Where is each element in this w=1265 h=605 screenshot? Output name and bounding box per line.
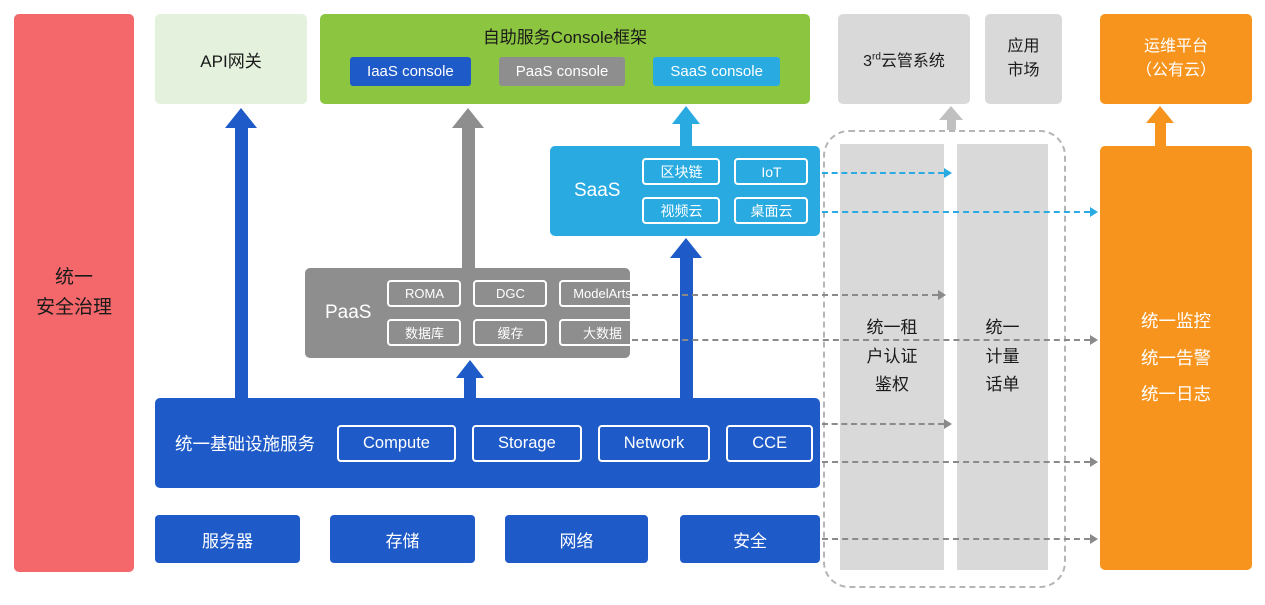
om-platform-box: 运维平台 （公有云） bbox=[1100, 14, 1252, 104]
third-party-cloud-label: 3rd云管系统 bbox=[863, 51, 945, 70]
infra-box: 统一基础设施服务 Compute Storage Network CCE bbox=[155, 398, 820, 488]
infra-item-network: Network bbox=[597, 424, 711, 462]
dash-infra-to-metering bbox=[822, 418, 952, 430]
infra-item-compute: Compute bbox=[337, 424, 456, 462]
infra-items: Compute Storage Network CCE bbox=[337, 424, 814, 462]
security-governance-bar: 统一 安全治理 bbox=[14, 14, 134, 572]
arrow-head bbox=[1146, 106, 1174, 123]
arrow-stem bbox=[461, 128, 475, 268]
console-chip-row: IaaS console PaaS console SaaS console bbox=[350, 57, 780, 86]
dash-line bbox=[822, 172, 944, 174]
dash-line bbox=[632, 339, 1090, 341]
dash-line bbox=[632, 294, 938, 296]
arrow-monitor-to-om-platform bbox=[1146, 106, 1174, 146]
network-box: 网络 bbox=[505, 515, 648, 563]
arrow-head bbox=[456, 360, 484, 378]
third-party-cloud-box: 3rd云管系统 bbox=[838, 14, 970, 104]
storage-box: 存储 bbox=[330, 515, 475, 563]
dash-infra-to-monitor bbox=[822, 456, 1098, 468]
dash-saas-to-auth bbox=[822, 167, 952, 179]
arrow-head bbox=[672, 106, 700, 124]
paas-label: PaaS bbox=[325, 302, 372, 323]
saas-item-video-cloud: 视频云 bbox=[642, 197, 721, 224]
paas-items: ROMA DGC ModelArts 数据库 缓存 大数据 bbox=[387, 280, 646, 346]
saas-item-iot: IoT bbox=[734, 158, 809, 185]
dash-arrowhead bbox=[944, 168, 952, 178]
infra-item-cce: CCE bbox=[726, 424, 814, 462]
paas-item-roma: ROMA bbox=[387, 280, 462, 307]
arrow-head bbox=[225, 108, 257, 128]
saas-box: SaaS 区块链 IoT 视频云 桌面云 bbox=[550, 146, 820, 236]
arrow-paas-to-console bbox=[452, 108, 484, 268]
infra-item-storage: Storage bbox=[471, 424, 582, 462]
arrow-stem bbox=[1154, 123, 1166, 146]
saas-console-chip: SaaS console bbox=[653, 57, 780, 86]
api-gateway-box: API网关 bbox=[155, 14, 307, 104]
server-box: 服务器 bbox=[155, 515, 300, 563]
dash-arrowhead bbox=[1090, 534, 1098, 544]
arrow-stem bbox=[680, 124, 692, 146]
monitor-box: 统一监控 统一告警 统一日志 bbox=[1100, 146, 1252, 570]
dash-security-to-monitor bbox=[822, 533, 1098, 545]
paas-item-database: 数据库 bbox=[387, 319, 462, 346]
dash-line bbox=[822, 423, 944, 425]
paas-item-cache: 缓存 bbox=[473, 319, 548, 346]
dash-arrowhead bbox=[938, 290, 946, 300]
arrow-stem bbox=[946, 120, 956, 130]
dash-arrowhead bbox=[1090, 207, 1098, 217]
paas-item-bigdata: 大数据 bbox=[559, 319, 646, 346]
iaas-console-chip: IaaS console bbox=[350, 57, 471, 86]
saas-item-desktop-cloud: 桌面云 bbox=[734, 197, 809, 224]
dash-arrowhead bbox=[944, 419, 952, 429]
dash-paas-to-monitor bbox=[632, 334, 1098, 346]
arrow-stem bbox=[234, 128, 248, 398]
saas-item-blockchain: 区块链 bbox=[642, 158, 721, 185]
infra-label: 统一基础设施服务 bbox=[175, 433, 315, 454]
console-frame-title: 自助服务Console框架 bbox=[482, 28, 648, 47]
arrow-stem bbox=[464, 378, 476, 398]
metering-bar: 统一 计量 话单 bbox=[957, 144, 1048, 570]
security-box: 安全 bbox=[680, 515, 820, 563]
dash-saas-to-monitor bbox=[822, 206, 1098, 218]
arrow-stem bbox=[679, 258, 693, 398]
arrow-saas-to-console bbox=[670, 106, 702, 146]
dashed-group-border bbox=[823, 130, 1066, 588]
app-market-box: 应用 市场 bbox=[985, 14, 1062, 104]
arrow-head bbox=[452, 108, 484, 128]
paas-item-dgc: DGC bbox=[473, 280, 548, 307]
saas-items: 区块链 IoT 视频云 桌面云 bbox=[642, 158, 809, 224]
dash-paas-to-metering bbox=[632, 289, 946, 301]
arrow-infra-to-saas bbox=[670, 238, 702, 398]
console-frame-box: 自助服务Console框架 IaaS console PaaS console … bbox=[320, 14, 810, 104]
arrow-infra-to-paas bbox=[454, 360, 486, 398]
dash-arrowhead bbox=[1090, 457, 1098, 467]
paas-item-modelarts: ModelArts bbox=[559, 280, 646, 307]
arrow-infra-to-api-gateway bbox=[225, 108, 257, 398]
dash-line bbox=[822, 538, 1090, 540]
saas-label: SaaS bbox=[574, 180, 621, 201]
arrow-group-to-3rd-cloud bbox=[939, 106, 963, 130]
arrow-head bbox=[939, 106, 963, 120]
dash-arrowhead bbox=[1090, 335, 1098, 345]
dash-line bbox=[822, 461, 1090, 463]
third-party-sup: rd bbox=[871, 51, 881, 63]
dash-line bbox=[822, 211, 1090, 213]
auth-bar: 统一租 户认证 鉴权 bbox=[840, 144, 944, 570]
paas-box: PaaS ROMA DGC ModelArts 数据库 缓存 大数据 bbox=[305, 268, 646, 358]
paas-console-chip: PaaS console bbox=[498, 57, 626, 86]
arrow-head bbox=[670, 238, 702, 258]
